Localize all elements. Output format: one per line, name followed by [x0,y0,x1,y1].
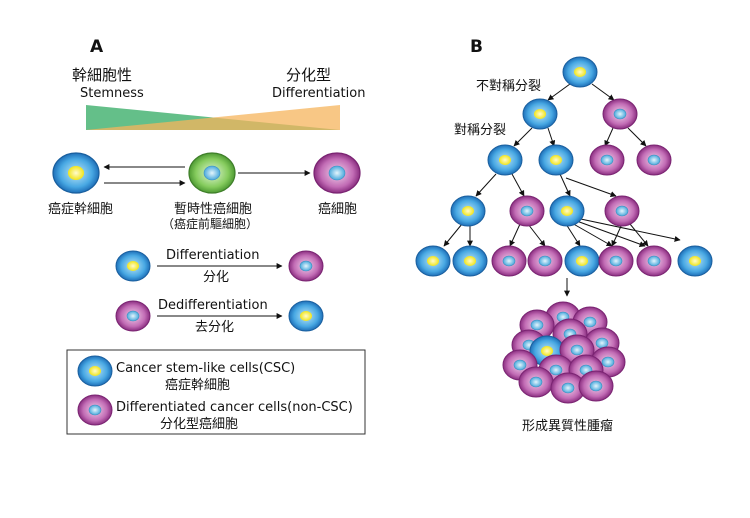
differentiation-en: Differentiation [272,86,365,101]
tumor-label: 形成異質性腫瘤 [522,418,613,434]
differentiation-row-zh: 分化 [203,270,229,285]
legend-csc-cell [77,355,113,387]
legend-csc-zh: 癌症幹細胞 [165,377,230,393]
dedifferentiation-row-en: Dedifferentiation [158,298,268,313]
stemness-zh: 幹細胞性 [72,66,132,84]
legend-csc-en: Cancer stem-like cells(CSC) [116,361,295,376]
panel-a-label: A [90,37,104,57]
dediff-source-noncsc [115,300,151,332]
csc-label: 癌症幹細胞 [48,201,113,217]
transient-cell [188,152,236,194]
csc-cell [52,152,100,194]
differentiation-zh: 分化型 [286,66,331,84]
cancer-label: 癌細胞 [318,201,357,217]
diff-source-csc [115,250,151,282]
dedifferentiation-row-zh: 去分化 [195,320,234,335]
diff-target-noncsc [288,250,324,282]
heterogeneous-tumor [502,301,626,404]
differentiation-wedge [86,105,340,130]
transient-label: 暫時性癌細胞 [174,201,252,217]
division-arrows [443,83,681,297]
division-tree [415,56,713,277]
dediff-target-csc [288,300,324,332]
asymmetric-label: 不對稱分裂 [476,79,541,94]
differentiation-row-en: Differentiation [166,248,259,263]
stemness-en: Stemness [80,86,144,101]
legend-noncsc-en: Differentiated cancer cells(non-CSC) [116,400,353,415]
cancer-cell [313,152,361,194]
transient-sublabel: （癌症前驅細胞） [162,216,258,231]
legend-box [66,349,366,435]
symmetric-label: 對稱分裂 [454,123,506,138]
legend-noncsc-cell [77,394,113,426]
panel-b-label: B [470,37,483,57]
legend-noncsc-zh: 分化型癌細胞 [160,416,238,432]
